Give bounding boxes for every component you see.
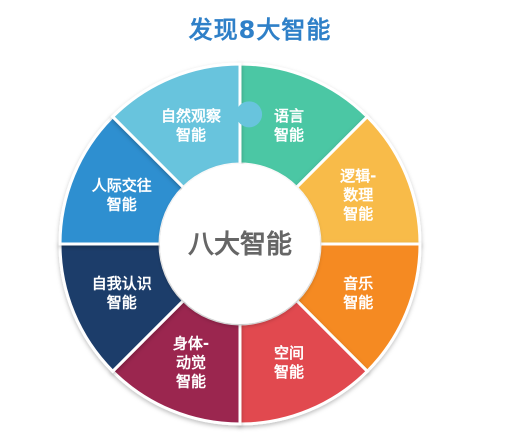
segment-label-line: 智能 bbox=[343, 293, 373, 311]
segment-label: 音乐智能 bbox=[343, 274, 373, 311]
segment-label-line: 自我认识 bbox=[92, 274, 152, 292]
segment-label: 空间智能 bbox=[274, 344, 304, 381]
segment-label: 自我认识智能 bbox=[92, 274, 152, 311]
segment-label-line: 语言 bbox=[274, 107, 304, 125]
segment-label-line: 音乐 bbox=[343, 274, 373, 292]
segment-label-line: 逻辑- bbox=[340, 167, 376, 185]
segment-label-line: 智能 bbox=[176, 372, 206, 390]
segment-label-line: 智能 bbox=[343, 205, 373, 223]
segment-label: 自然观察智能 bbox=[161, 107, 222, 144]
segment-label-line: 智能 bbox=[176, 126, 206, 144]
segment-label: 逻辑-数理智能 bbox=[340, 167, 376, 223]
puzzle-knob bbox=[236, 101, 263, 128]
segment-label-line: 智能 bbox=[107, 293, 137, 311]
segment-label-line: 身体- bbox=[173, 334, 209, 352]
center-label: 八大智能 bbox=[188, 229, 292, 260]
diagram-title: 发现8大智能 bbox=[188, 16, 332, 44]
segment-label-line: 人际交往 bbox=[92, 177, 152, 195]
center-disc bbox=[160, 164, 320, 324]
segment-label: 语言智能 bbox=[274, 107, 304, 144]
segment-label-line: 智能 bbox=[274, 363, 304, 381]
wheel-labels: 语言智能逻辑-数理智能音乐智能空间智能身体-动觉智能自我认识智能人际交往智能自然… bbox=[92, 107, 377, 390]
segment-label-line: 智能 bbox=[274, 126, 304, 144]
segment-label-line: 动觉 bbox=[176, 353, 206, 371]
segment-label-line: 智能 bbox=[107, 196, 137, 214]
segment-label: 人际交往智能 bbox=[92, 177, 152, 214]
segment-label-line: 空间 bbox=[274, 344, 304, 362]
segment-label-line: 自然观察 bbox=[161, 107, 222, 125]
segment-label-line: 数理 bbox=[343, 186, 373, 204]
segment-label: 身体-动觉智能 bbox=[173, 334, 209, 390]
